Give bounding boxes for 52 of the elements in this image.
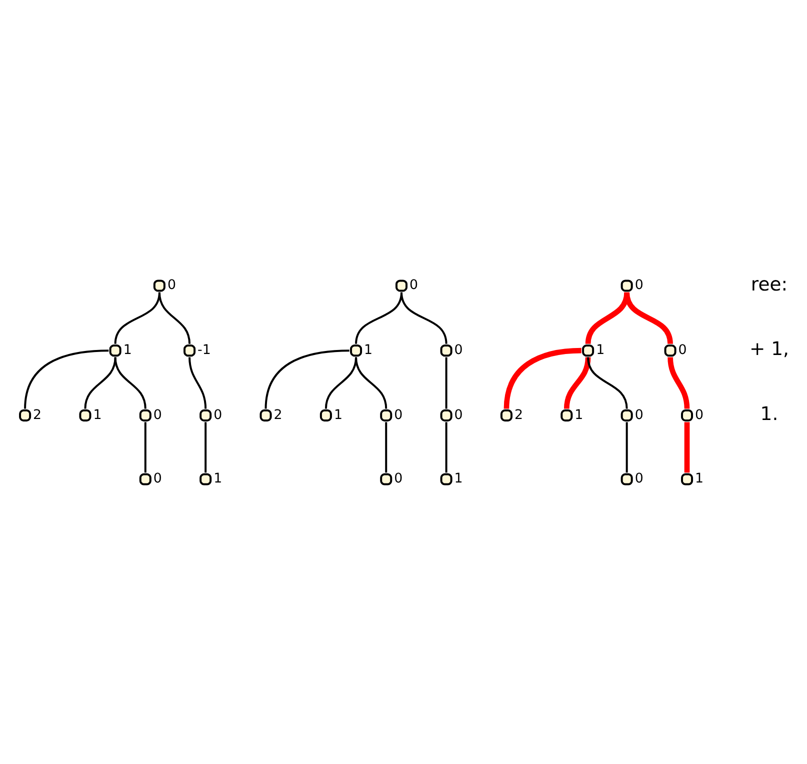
connector <box>188 357 207 409</box>
node-label: 1 <box>214 472 222 487</box>
connector <box>355 357 388 409</box>
node-label: 1 <box>574 408 584 423</box>
connector <box>84 357 116 409</box>
node-label: 0 <box>167 278 176 294</box>
node-label: 1 <box>695 472 704 487</box>
connector <box>504 348 582 409</box>
node-label: 2 <box>514 408 523 423</box>
node-label: 0 <box>454 342 463 358</box>
label: ree: <box>750 274 788 296</box>
connector <box>587 357 628 409</box>
node-label: 1 <box>334 408 342 423</box>
label: + 1, <box>750 339 790 360</box>
node-label: 0 <box>634 278 644 294</box>
node-label: 1 <box>123 342 132 358</box>
connector <box>564 357 591 409</box>
node-label: 0 <box>678 342 687 358</box>
connector <box>668 357 690 409</box>
connector <box>24 350 109 409</box>
node-label: 0 <box>394 408 403 423</box>
node-label: 0 <box>634 472 644 487</box>
node-label: 0 <box>634 408 644 423</box>
connector <box>264 350 350 409</box>
node-label: 0 <box>214 408 222 423</box>
connector <box>445 422 448 473</box>
connector <box>144 422 146 473</box>
connector <box>158 292 191 344</box>
node-label: 0 <box>410 278 418 294</box>
node-label: 1 <box>454 472 463 487</box>
connector <box>684 422 690 473</box>
connector <box>585 292 630 344</box>
node-label: 0 <box>695 408 704 423</box>
connector <box>114 357 146 409</box>
node-label: 0 <box>153 408 162 423</box>
connector <box>626 422 628 473</box>
connector <box>114 292 160 344</box>
node-label: 1 <box>364 342 373 358</box>
node-label: 2 <box>33 408 42 423</box>
connector <box>445 357 448 409</box>
node-label: 1 <box>596 342 605 358</box>
node-label: 1 <box>93 408 102 423</box>
node-label: -1 <box>198 342 211 358</box>
node-label: 0 <box>454 408 463 423</box>
node-label: 2 <box>274 408 282 423</box>
connector <box>204 422 207 473</box>
node-label: 0 <box>153 472 162 487</box>
connector <box>400 292 448 344</box>
label: 1. <box>760 404 778 426</box>
connector <box>624 292 673 344</box>
node-label: 0 <box>394 472 403 487</box>
connector <box>385 422 388 473</box>
